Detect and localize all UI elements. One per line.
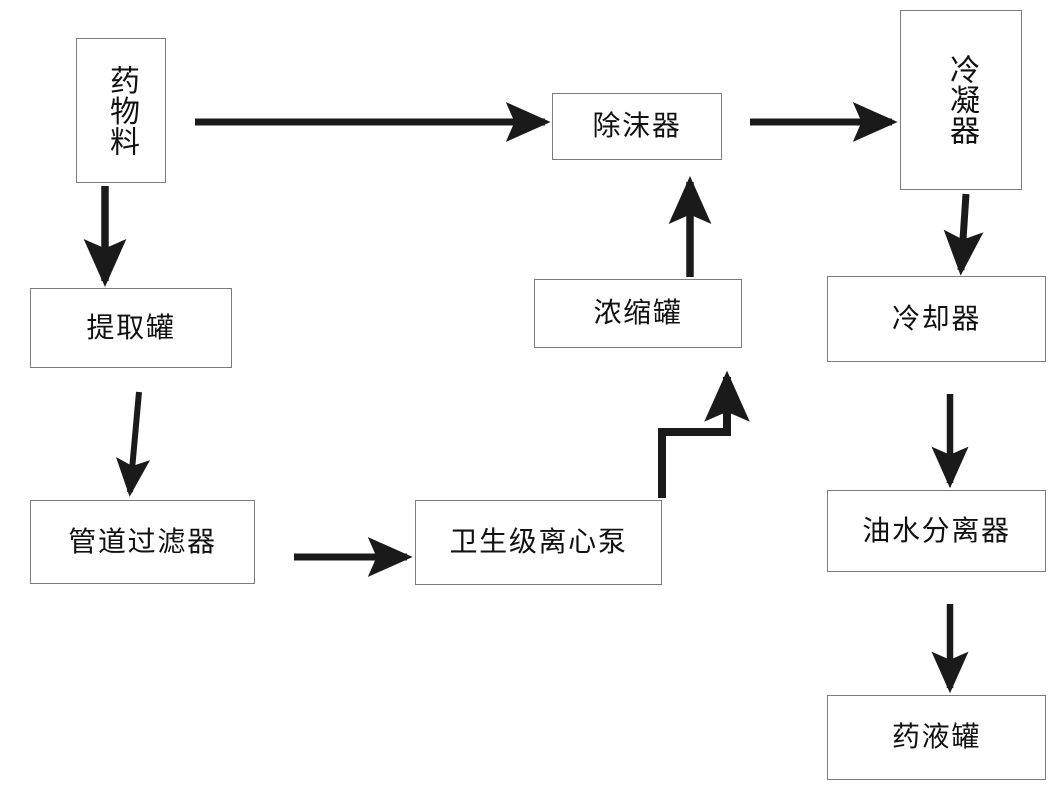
node-medicinal-liquid-tank-label: 药液罐 [891,720,982,754]
node-sanitary-centrifugal-pump[interactable]: 卫生级离心泵 [415,500,662,585]
node-demister[interactable]: 除沫器 [552,93,722,160]
node-condenser-label: 冷凝器 [944,54,979,146]
node-oil-water-separator-label: 油水分离器 [862,513,1011,547]
node-extraction-tank-label: 提取罐 [86,310,176,344]
node-raw-material[interactable]: 药物料 [76,38,166,183]
edge-condenser-to-cooler [943,193,984,276]
node-raw-material-label: 药物料 [104,64,139,157]
node-oil-water-separator[interactable]: 油水分离器 [827,490,1046,572]
node-concentration-tank[interactable]: 浓缩罐 [534,279,742,348]
node-cooler[interactable]: 冷却器 [827,276,1046,362]
node-cooler-label: 冷却器 [891,301,982,335]
node-condenser[interactable]: 冷凝器 [900,10,1022,190]
node-sanitary-centrifugal-pump-label: 卫生级离心泵 [449,525,628,559]
node-pipeline-filter[interactable]: 管道过滤器 [30,500,255,584]
node-pipeline-filter-label: 管道过滤器 [68,524,217,558]
edge-pump-to-concentration-tank [658,370,750,498]
edge-extraction-tank-to-pipeline-filter [115,391,151,497]
node-demister-label: 除沫器 [592,109,682,143]
node-concentration-tank-label: 浓缩罐 [593,296,683,330]
node-extraction-tank[interactable]: 提取罐 [30,288,232,368]
node-medicinal-liquid-tank[interactable]: 药液罐 [827,695,1046,780]
